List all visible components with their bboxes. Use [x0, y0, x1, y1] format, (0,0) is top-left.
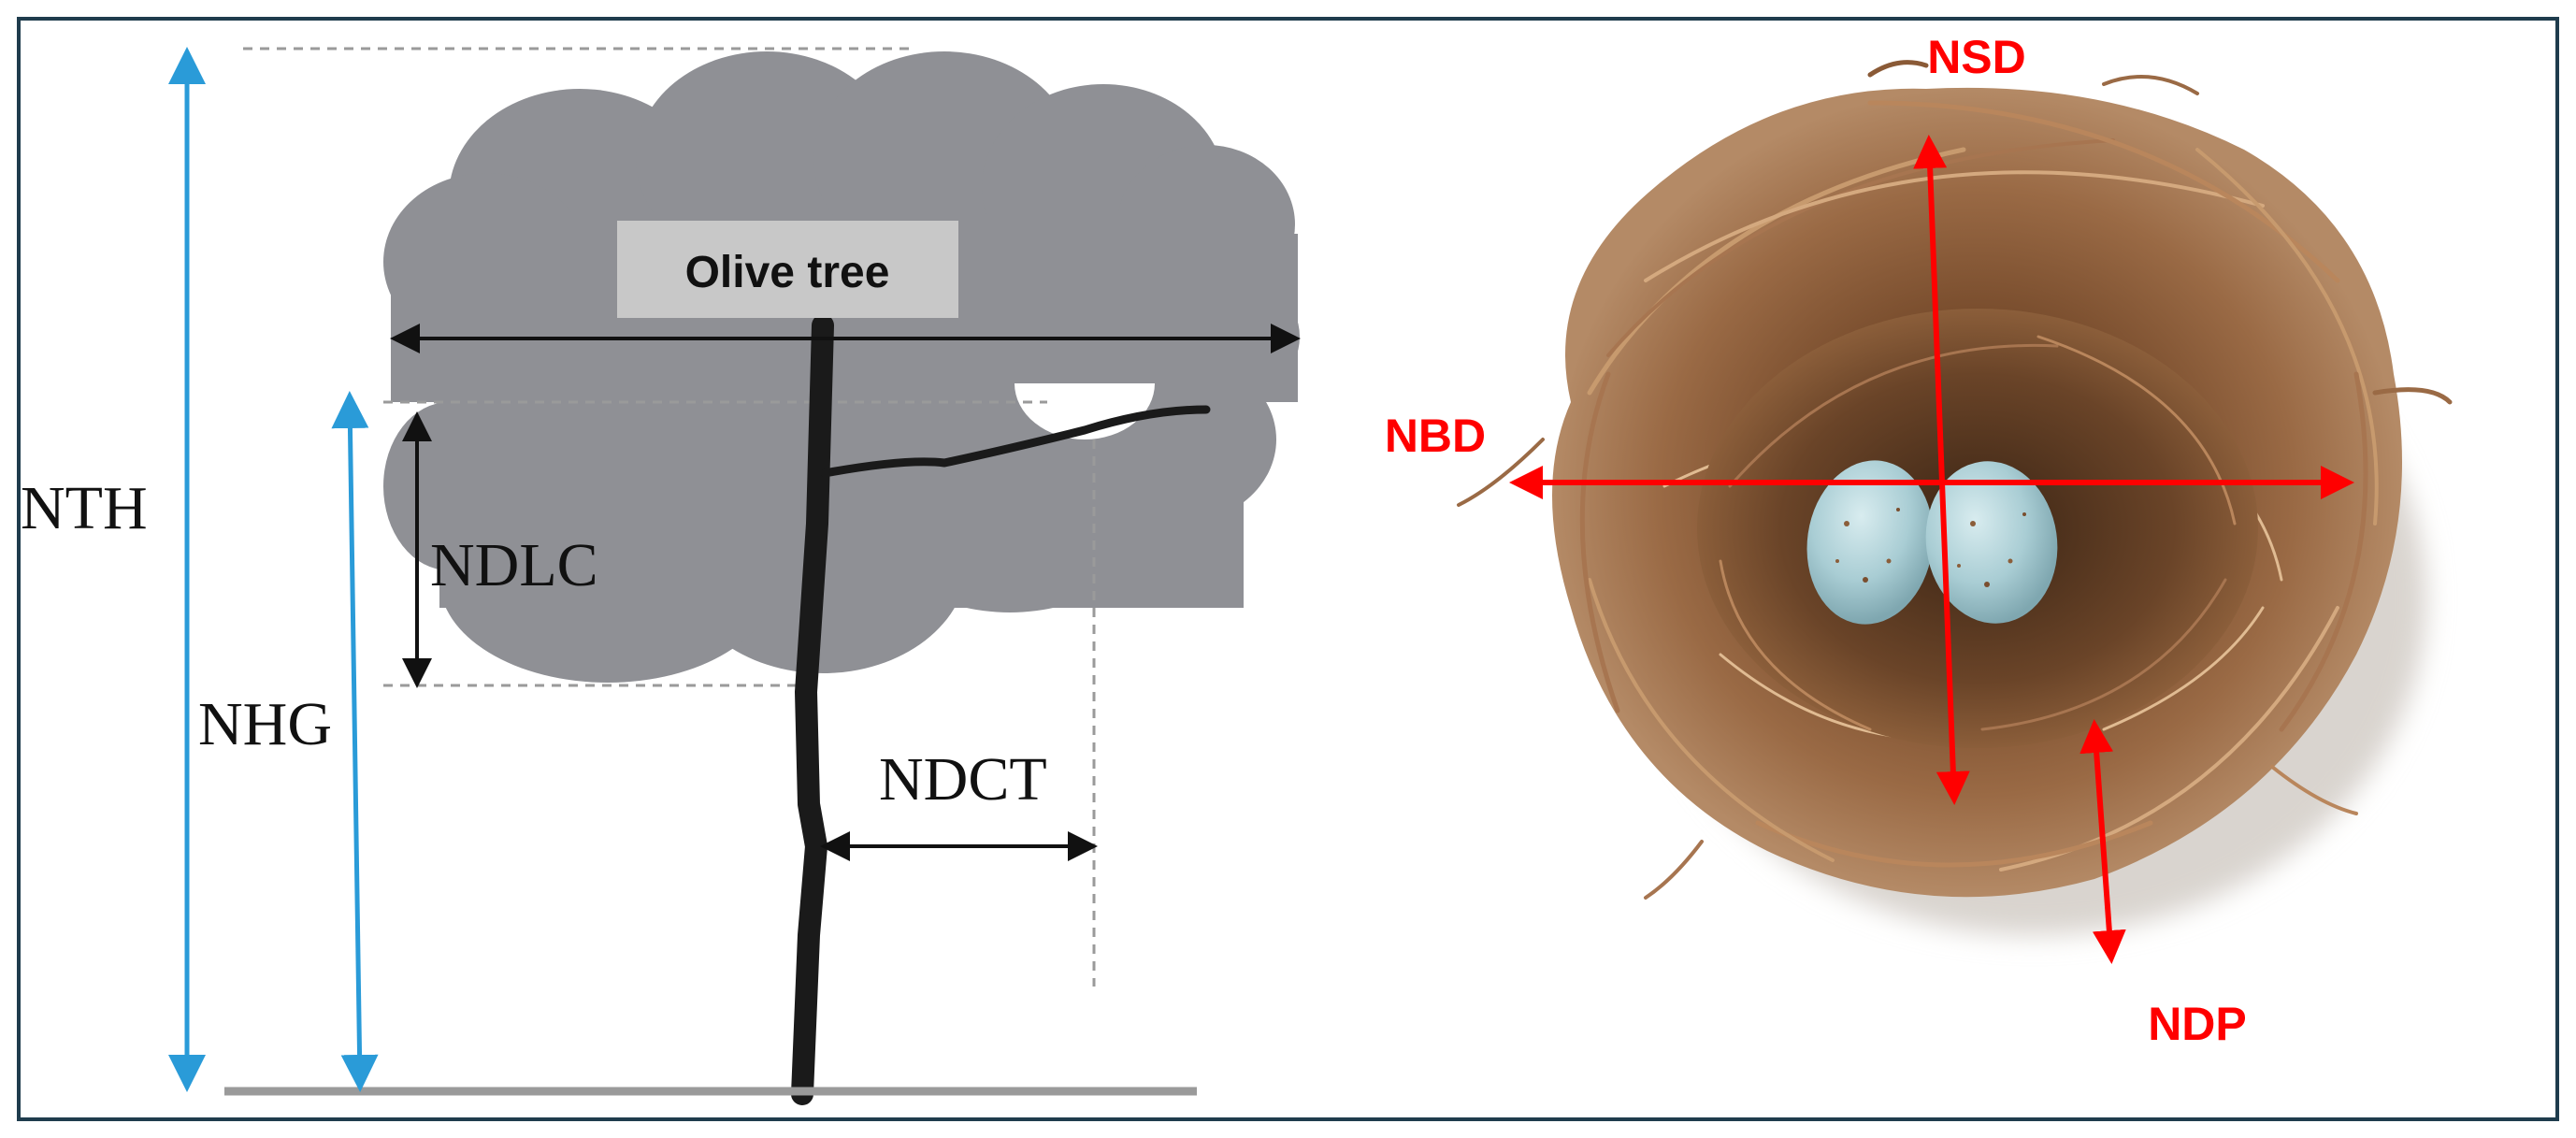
ndct-label: NDCT	[879, 745, 1047, 814]
ndp-label: NDP	[2148, 998, 2247, 1050]
nest-panel: NSD NBD NDP	[1385, 31, 2453, 1050]
tree-title: Olive tree	[685, 248, 890, 297]
egg-left	[1806, 460, 1934, 625]
tree-trunk	[791, 314, 834, 1105]
ndp-arrow	[2080, 719, 2126, 964]
tree-panel: Olive tree NTH NHG NDLC NDCT	[21, 46, 1301, 1105]
nbd-label: NBD	[1385, 410, 1486, 462]
canopy-notch	[1015, 383, 1155, 439]
tree-branch	[820, 405, 1211, 478]
title-box	[617, 221, 958, 318]
reference-lines	[243, 47, 1096, 987]
nsd-label: NSD	[1927, 31, 2026, 83]
nest-straw	[1457, 60, 2453, 900]
ndlc-label: NDLC	[430, 531, 598, 599]
canopy	[383, 51, 1300, 683]
nhg-label: NHG	[198, 690, 332, 758]
nhg-arrow	[331, 391, 379, 1092]
nth-label: NTH	[21, 474, 148, 542]
